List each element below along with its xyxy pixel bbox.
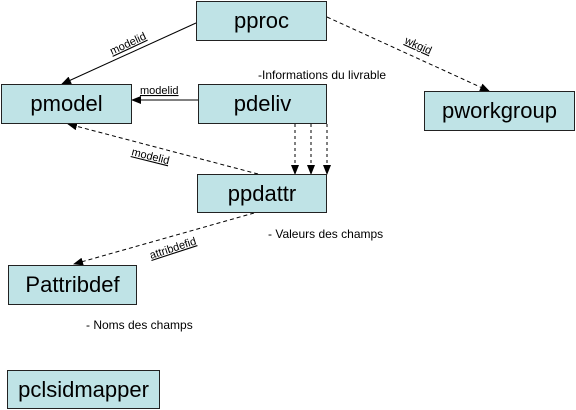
entity-pclsidmapper-label: pclsidmapper bbox=[18, 376, 149, 402]
entity-pdeliv-label: pdeliv bbox=[233, 91, 292, 116]
note-noms-champs: - Noms des champs bbox=[86, 318, 193, 332]
entity-pattribdef[interactable]: Pattribdef bbox=[8, 265, 137, 305]
entity-ppdattr-label: ppdattr bbox=[227, 180, 297, 206]
entity-pmodel[interactable]: pmodel bbox=[1, 84, 132, 124]
entity-pclsidmapper[interactable]: pclsidmapper bbox=[7, 370, 160, 409]
edge-pproc-pworkgroup bbox=[326, 16, 490, 92]
edge-label-ppdattr-pmodel: modelid bbox=[130, 146, 170, 167]
edge-label-ppdattr-pattribdef: attribdefid bbox=[148, 236, 198, 262]
edge-ppdattr-pattribdef bbox=[73, 212, 255, 266]
edge-label-pdeliv-pmodel: modelid bbox=[140, 85, 179, 97]
edge-pproc-pmodel bbox=[61, 22, 197, 85]
entity-pworkgroup[interactable]: pworkgroup bbox=[424, 91, 575, 131]
note-valeurs-champs: - Valeurs des champs bbox=[268, 227, 384, 241]
entity-pattribdef-label: Pattribdef bbox=[25, 272, 120, 297]
entity-pdeliv[interactable]: pdeliv bbox=[198, 84, 327, 124]
entity-pproc[interactable]: pproc bbox=[196, 1, 327, 41]
note-livrable: -Informations du livrable bbox=[258, 68, 387, 82]
entity-pproc-label: pproc bbox=[233, 8, 290, 33]
edge-ppdattr-pmodel bbox=[67, 122, 259, 175]
entity-pmodel-label: pmodel bbox=[30, 91, 103, 116]
entity-pworkgroup-label: pworkgroup bbox=[442, 98, 557, 123]
entity-ppdattr[interactable]: ppdattr bbox=[197, 174, 327, 213]
